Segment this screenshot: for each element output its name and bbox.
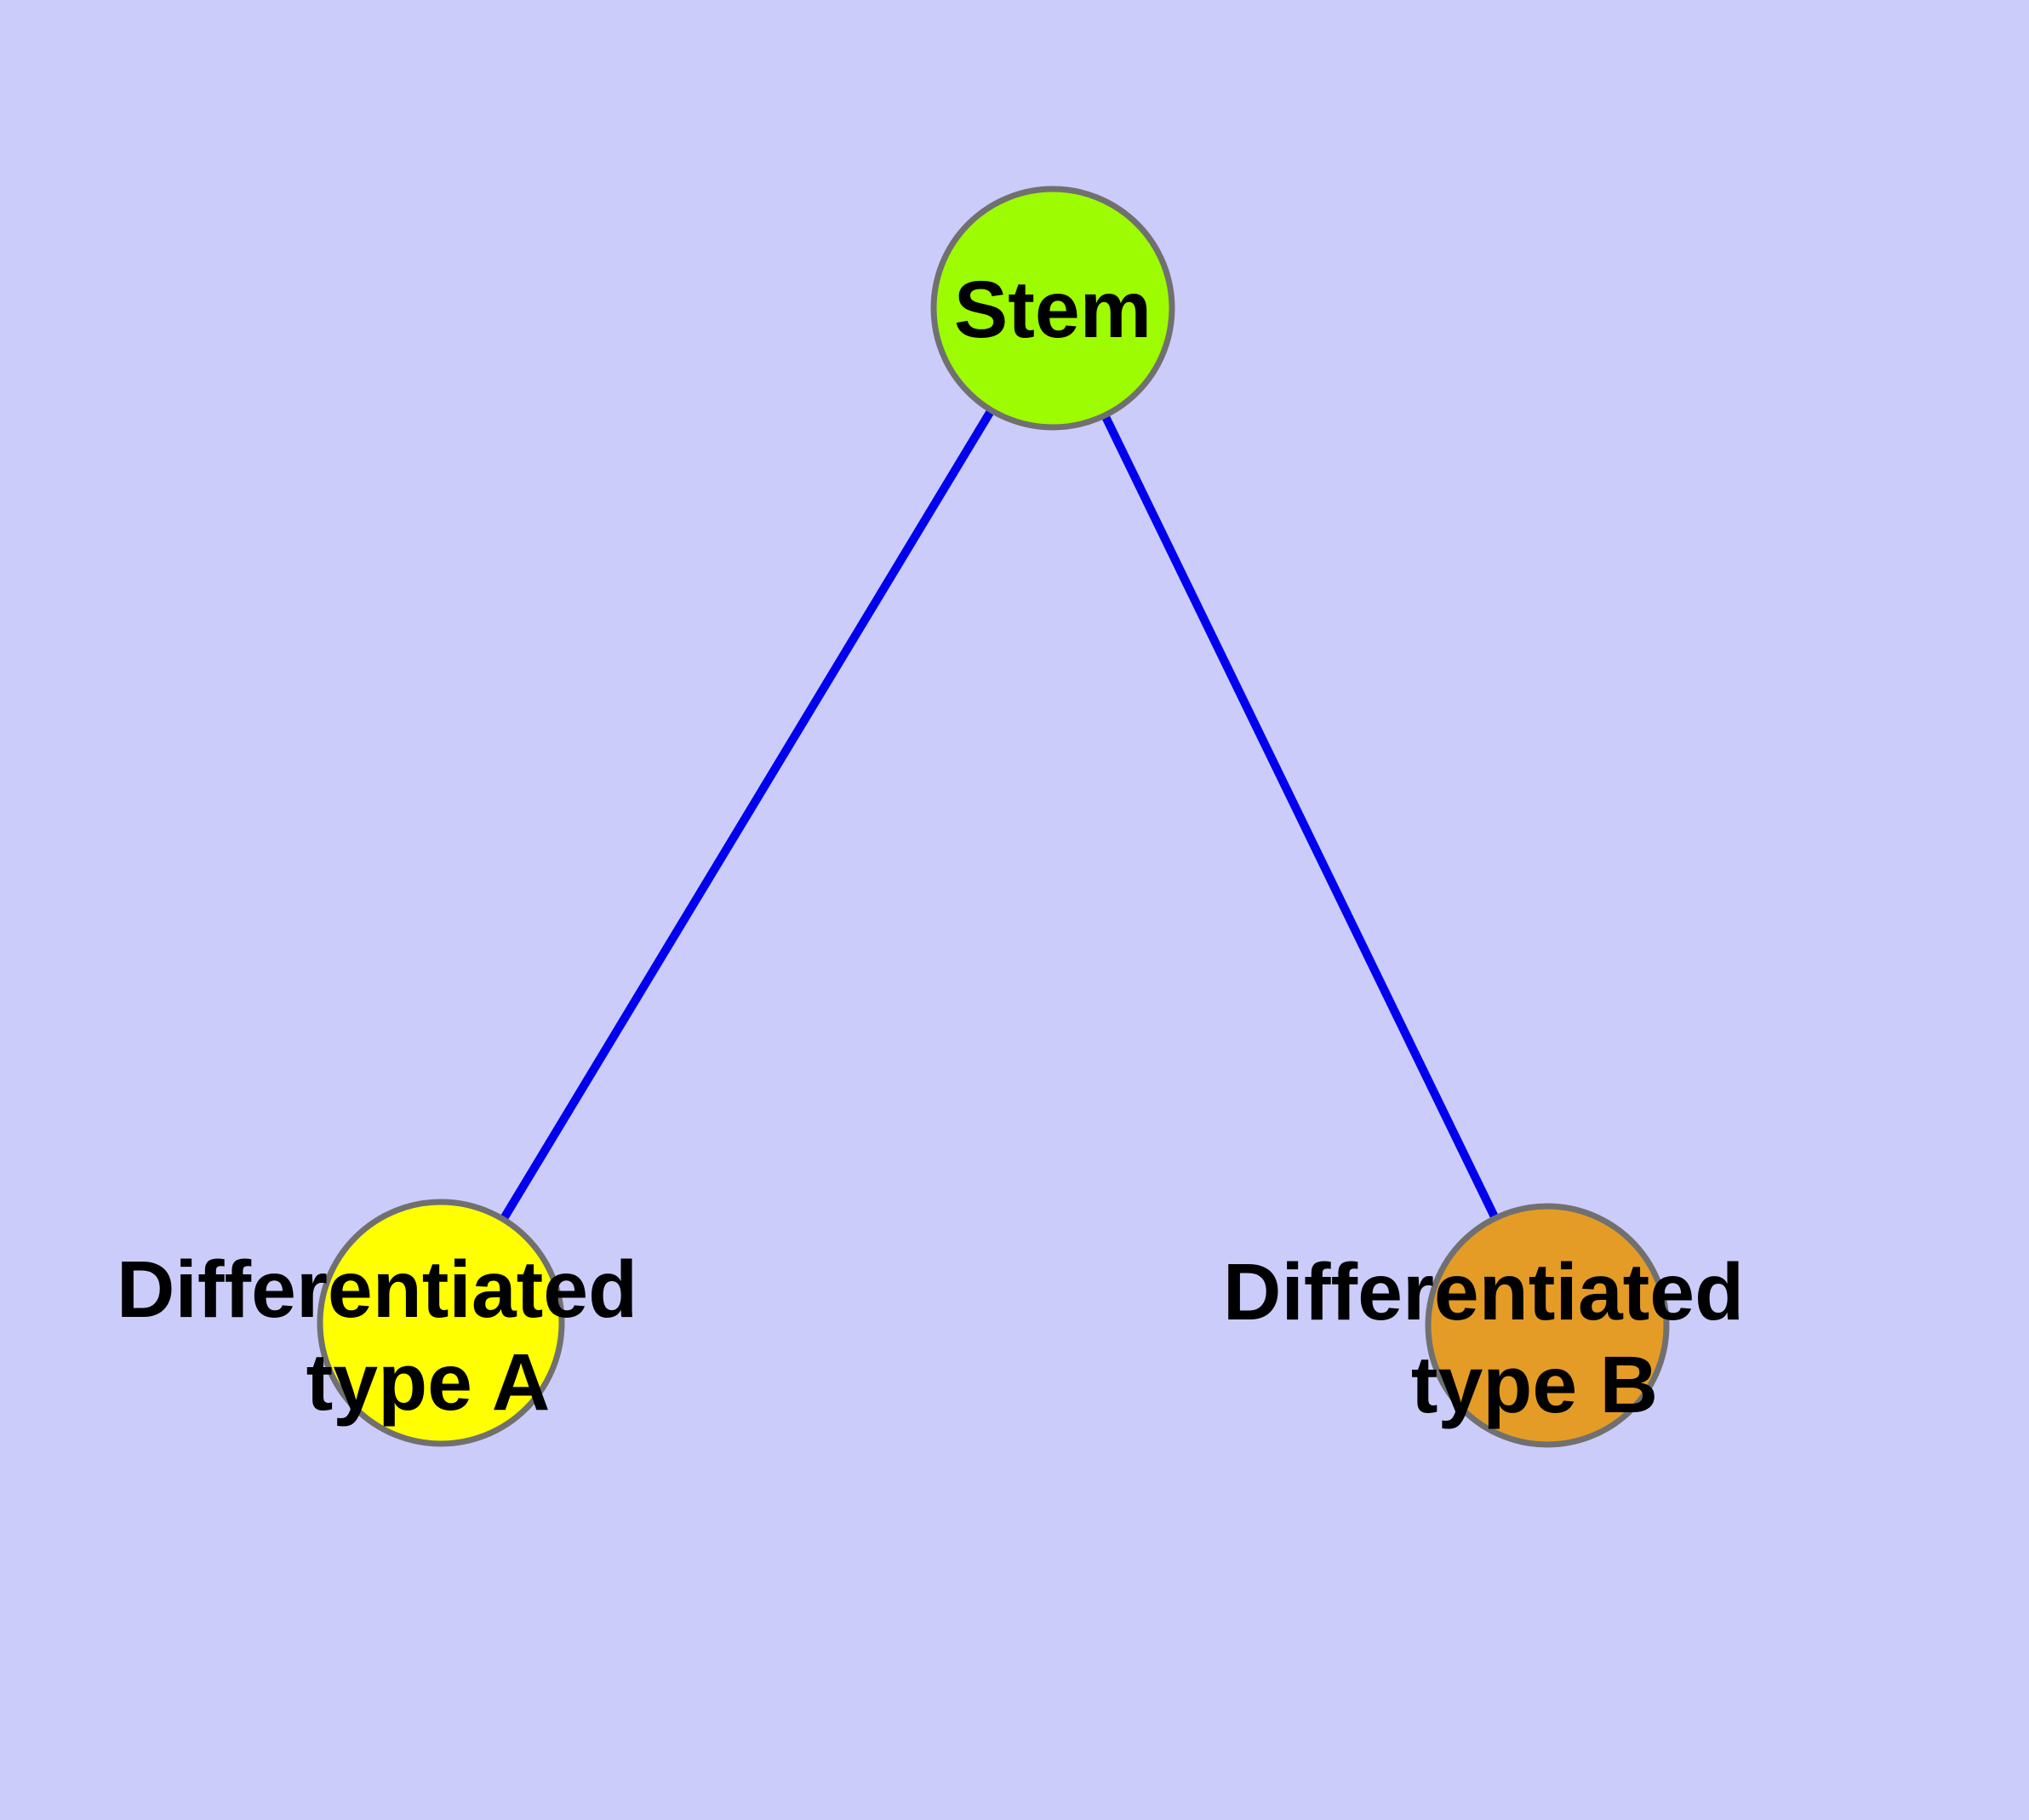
edge-layer (437, 306, 1552, 1328)
label-layer: Stem Differentiated type A Differentiate… (117, 265, 1744, 1430)
node-stem-circle[interactable] (930, 186, 1175, 431)
node-differentiated-type-a-label-line1: Differentiated (117, 1245, 637, 1335)
node-differentiated-type-a-circle[interactable] (317, 1199, 565, 1447)
node-differentiated-type-b-label-line2: type B (1411, 1340, 1658, 1430)
node-differentiated-type-b-label-line1: Differentiated (1223, 1247, 1744, 1337)
edge-stem-to-differentiated-type-a[interactable] (437, 306, 1057, 1325)
edge-stem-to-differentiated-type-b[interactable] (1049, 306, 1552, 1328)
node-stem-label: Stem (954, 265, 1152, 355)
node-differentiated-type-a-label-line2: type A (306, 1337, 551, 1428)
node-differentiated-type-b-circle[interactable] (1425, 1203, 1670, 1448)
node-layer (317, 186, 1670, 1448)
